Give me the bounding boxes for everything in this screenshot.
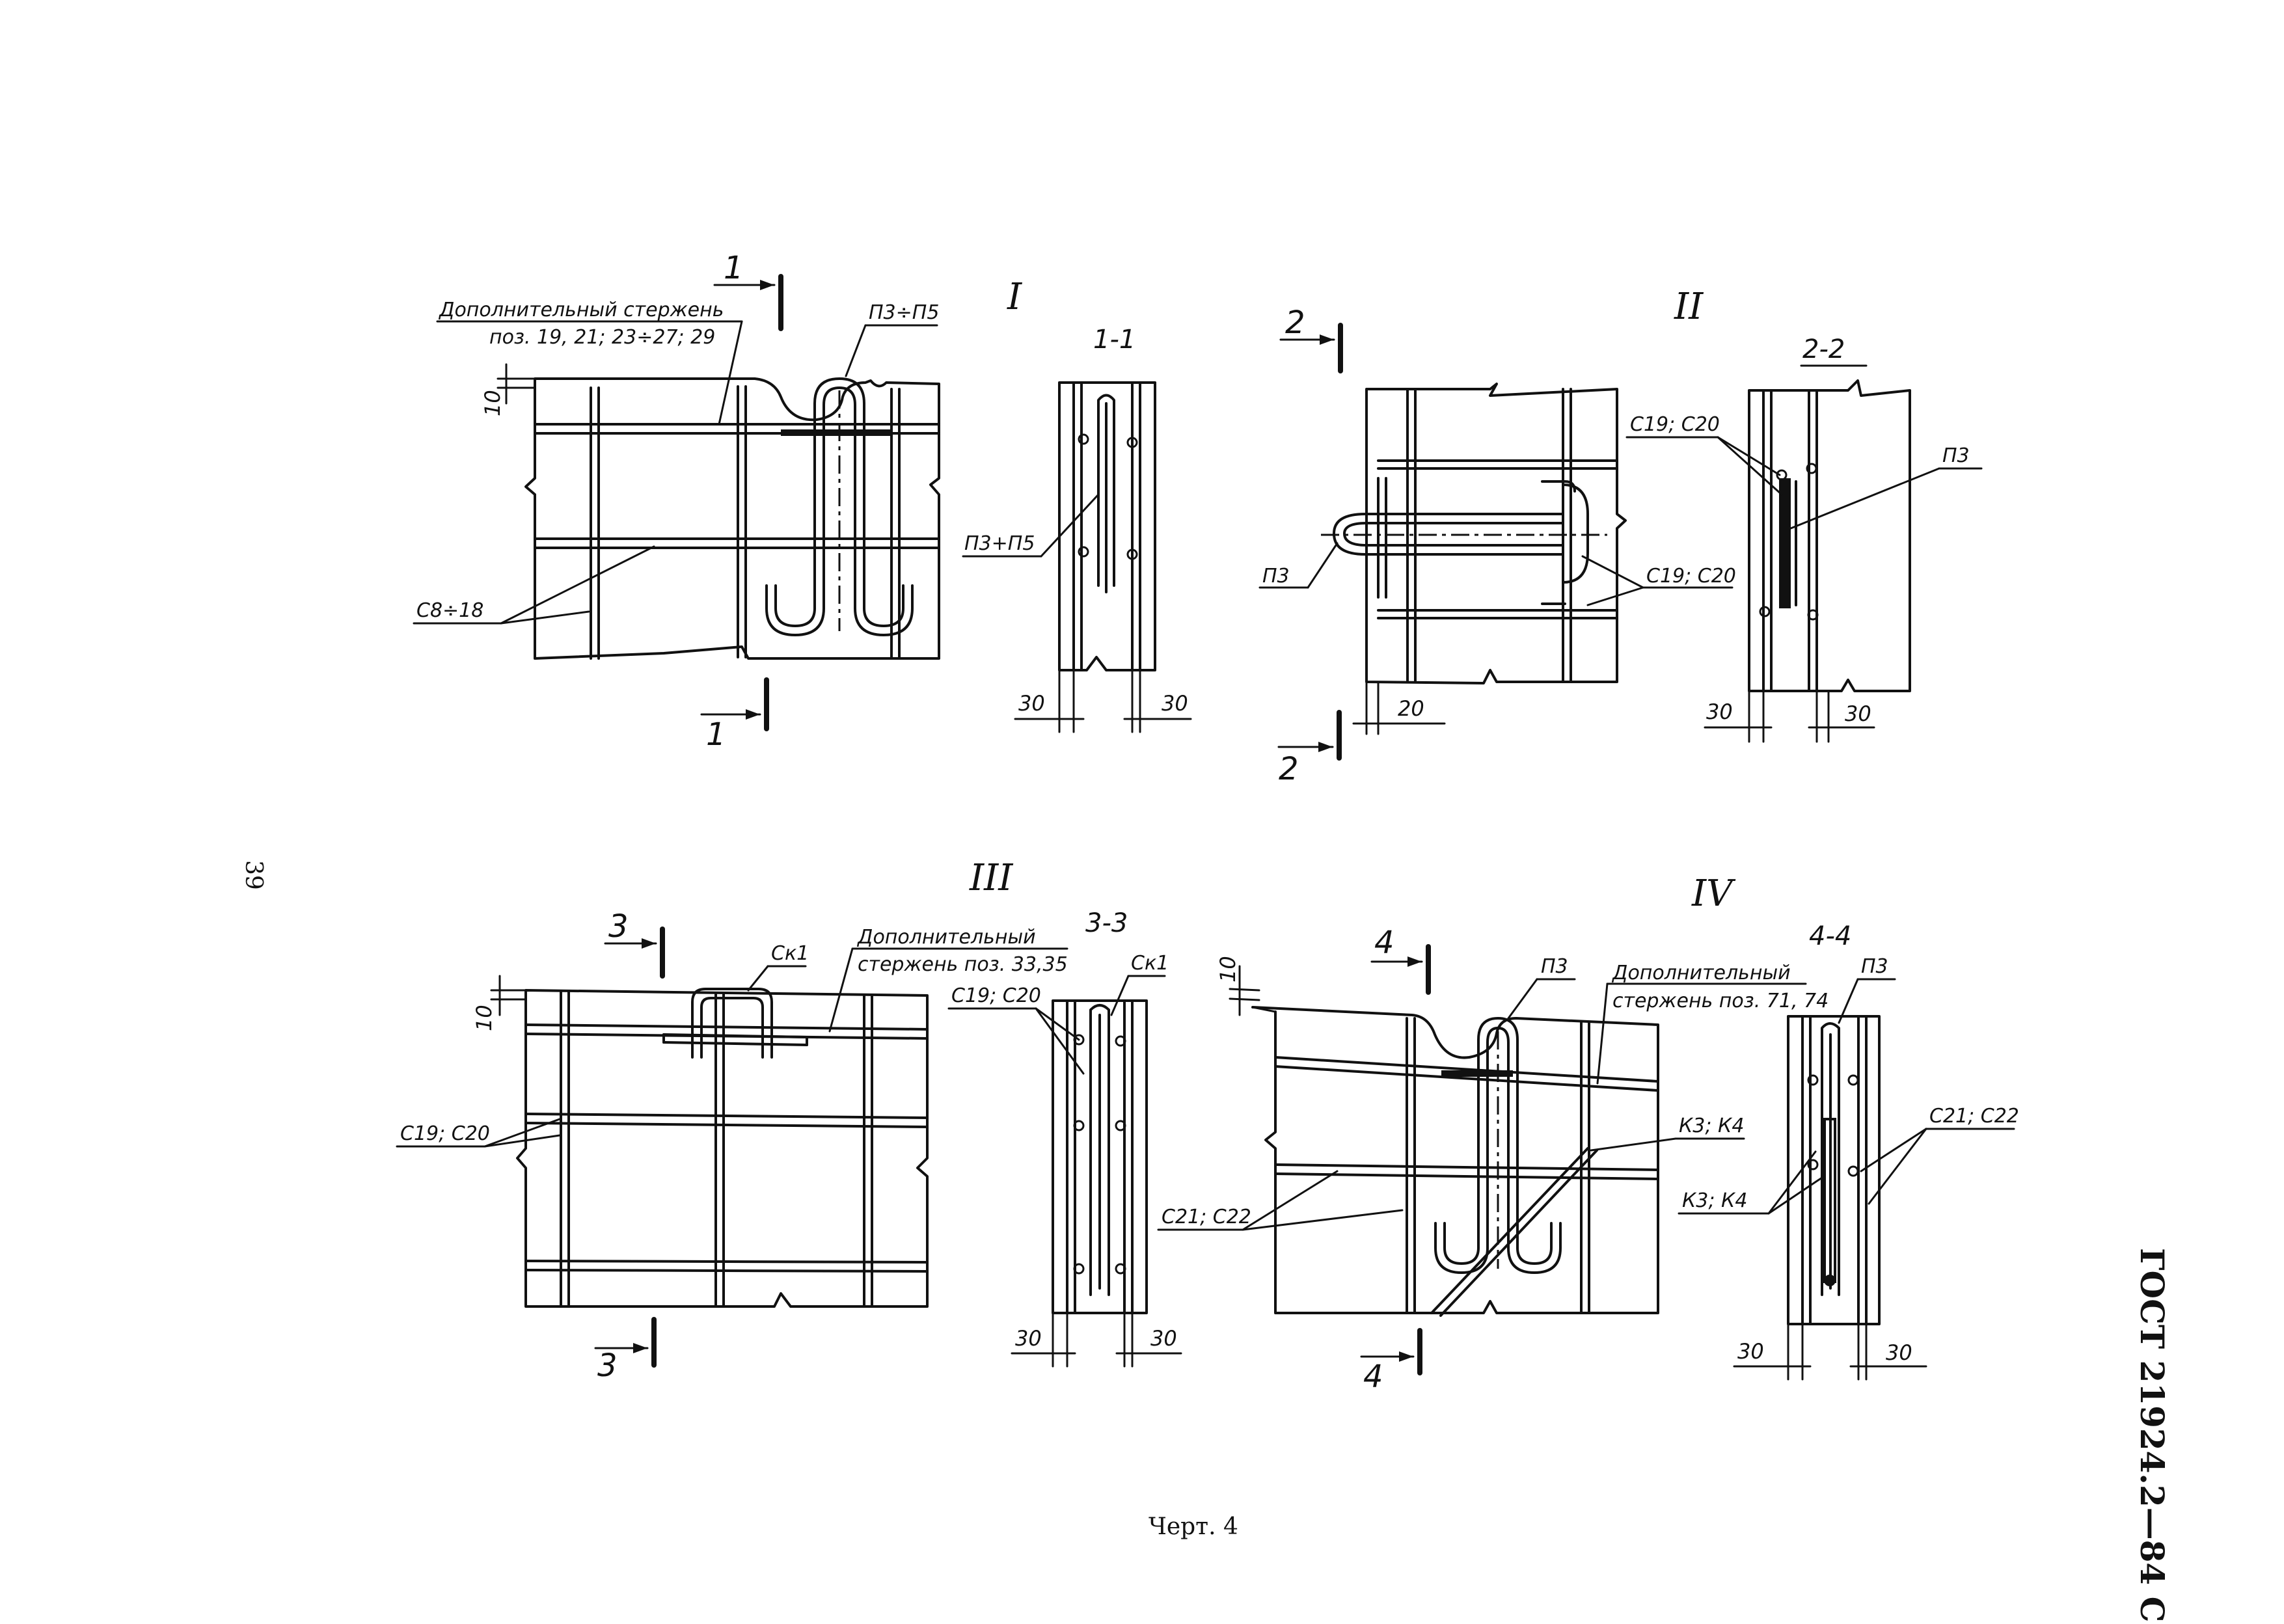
view-1-note-line2: поз. 19, 21; 23÷27; 29 (489, 326, 715, 349)
view-4-section-rod-label: С21; С22 (1929, 1105, 2019, 1128)
view-1-note-line1: Дополнительный стержень (438, 299, 724, 321)
view-3-section-clip-label: Ск1 (1131, 952, 1169, 975)
view-1-hairpin (813, 377, 865, 610)
view-4-frame-label: К3; К4 (1679, 1115, 1744, 1137)
view-3-title: III (969, 857, 1014, 899)
view-2-section-title: 2-2 (1802, 334, 1845, 364)
view-4-section-frame-label: К3; К4 (1682, 1189, 1747, 1212)
view-4-note-line2: стержень поз. 71, 74 (1612, 990, 1829, 1012)
view-2: II 20 2 2 П3 С19; С (1258, 286, 1983, 787)
view-3-cut-top: 3 (608, 908, 629, 945)
view-3-dim-10: 10 (472, 1005, 496, 1031)
view-1-loop-label: П3÷П5 (869, 301, 939, 324)
view-1-cut-top: 1 (724, 250, 744, 286)
view-1-rod-label: С8÷18 (416, 599, 483, 622)
view-4-panel-outline (1251, 1006, 1659, 1314)
view-4-dim-right: 30 (1886, 1340, 1912, 1365)
view-2-dim-20: 20 (1398, 696, 1424, 721)
view-3-dim-right: 30 (1150, 1326, 1177, 1351)
view-4-frame-diagonal (1430, 1147, 1589, 1314)
view-4-section-title: 4-4 (1809, 921, 1851, 951)
view-4-dim-left: 30 (1737, 1339, 1764, 1364)
view-4-cut-bottom: 4 (1363, 1359, 1383, 1395)
view-2-panel-outline (1365, 383, 1627, 684)
view-2-loop (1333, 513, 1563, 556)
view-4-hairpin (1477, 1017, 1519, 1249)
view-2-dim-left: 30 (1706, 699, 1733, 724)
view-1-dim-right: 30 (1162, 691, 1188, 716)
view-2-title: II (1674, 286, 1704, 328)
view-3-cut-bottom: 3 (597, 1347, 618, 1384)
view-2-dim-right: 30 (1845, 701, 1871, 726)
view-4-rod-label: С21; С22 (1162, 1206, 1251, 1228)
view-1-dim-left: 30 (1018, 691, 1045, 716)
view-3-note-line1: Дополнительный (856, 926, 1036, 949)
view-2-rod-label: С19; С20 (1646, 565, 1736, 588)
view-2-section-rod-label: С19; С20 (1630, 413, 1720, 436)
view-1-panel-outline (524, 377, 940, 660)
view-4-dim-10: 10 (1216, 956, 1240, 982)
view-3-panel-outline (516, 989, 929, 1308)
view-3: III 10 3 3 Ск1 (396, 857, 1182, 1384)
view-4-title: IV (1691, 873, 1736, 915)
view-3-rod-label: С19; С20 (400, 1122, 490, 1145)
view-4-note-line1: Дополнительный (1611, 962, 1791, 984)
view-1: I 10 1 1 (413, 250, 1192, 753)
standard-designation: ГОСТ 21924.2—84 С. 6 (2133, 1248, 2171, 1624)
view-2-cut-top: 2 (1285, 304, 1305, 341)
view-1-title: I (1007, 276, 1023, 318)
view-3-section-rod-label: С19; С20 (951, 984, 1041, 1007)
view-4-loop-label: П3 (1541, 955, 1568, 978)
view-1-dim-10: 10 (480, 390, 505, 416)
view-4-cut-top: 4 (1374, 925, 1394, 961)
view-4-section-loop-label: П3 (1861, 955, 1888, 978)
view-1-section-label: П3+П5 (964, 532, 1035, 555)
view-3-clip (691, 988, 773, 1059)
view-3-section-title: 3-3 (1085, 908, 1128, 938)
view-4: IV 10 4 4 П3 (1157, 873, 2019, 1395)
view-3-dim-left: 30 (1015, 1326, 1042, 1351)
view-1-section-title: 1-1 (1093, 325, 1135, 355)
view-2-cut-bottom: 2 (1279, 751, 1299, 787)
view-1-cut-bottom: 1 (706, 716, 726, 753)
view-3-clip-label: Ск1 (771, 942, 809, 965)
view-2-section-loop-label: П3 (1942, 444, 1970, 467)
page-number: 39 (240, 860, 267, 890)
view-3-note-line2: стержень поз. 33,35 (858, 953, 1068, 976)
view-2-loop-label: П3 (1262, 565, 1290, 588)
figure-caption: Черт. 4 (1149, 1513, 1238, 1540)
